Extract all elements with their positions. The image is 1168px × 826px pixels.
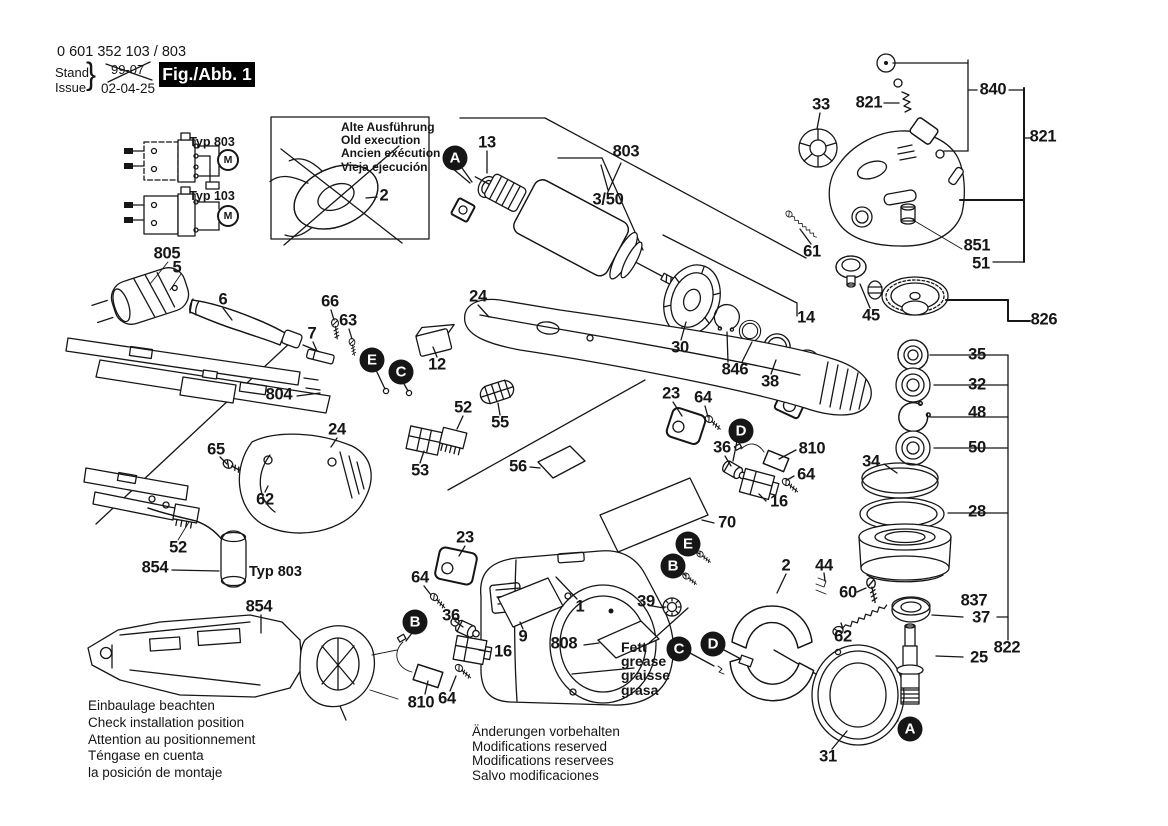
- complete-tool-drawing: [87, 614, 399, 721]
- gear-housing-cover-drawing: [784, 53, 965, 316]
- group-brackets: [662, 59, 1032, 641]
- bearing-stack-drawing: [815, 339, 952, 705]
- brush-group-bottom-drawing: [396, 546, 493, 689]
- spindle-lock-821-drawing: [876, 53, 964, 186]
- field-coil-drawing: [681, 549, 815, 702]
- spline-ring-39-drawing: [662, 597, 682, 617]
- wheel-33-drawing: [798, 128, 838, 168]
- motor-housing-drawing: [480, 550, 682, 706]
- left-bracket-assembly-drawing: [83, 457, 310, 588]
- brush-group-top-drawing: [665, 407, 801, 501]
- handle-bottom-drawing: [238, 433, 372, 534]
- switch-assembly-drawing: [65, 317, 515, 456]
- wiring-diagram-typ103: [124, 186, 239, 237]
- leader-lines: [105, 61, 964, 750]
- crown-gear-drawing: [881, 276, 949, 316]
- sleeve-51-drawing: [900, 203, 916, 225]
- pinion-45-drawing: [835, 255, 867, 288]
- old-execution-box: [269, 116, 430, 246]
- power-cord-drawing: [91, 261, 321, 353]
- wiring-diagram-typ803: [124, 132, 239, 190]
- handle-top-drawing: [464, 298, 872, 416]
- flange-housing-drawing: [858, 523, 952, 583]
- label-stickers-drawing: [497, 445, 709, 659]
- spindle-25-drawing: [896, 623, 924, 705]
- bearing-flange-31-drawing: [811, 644, 905, 746]
- seal-37-drawing: [891, 596, 931, 623]
